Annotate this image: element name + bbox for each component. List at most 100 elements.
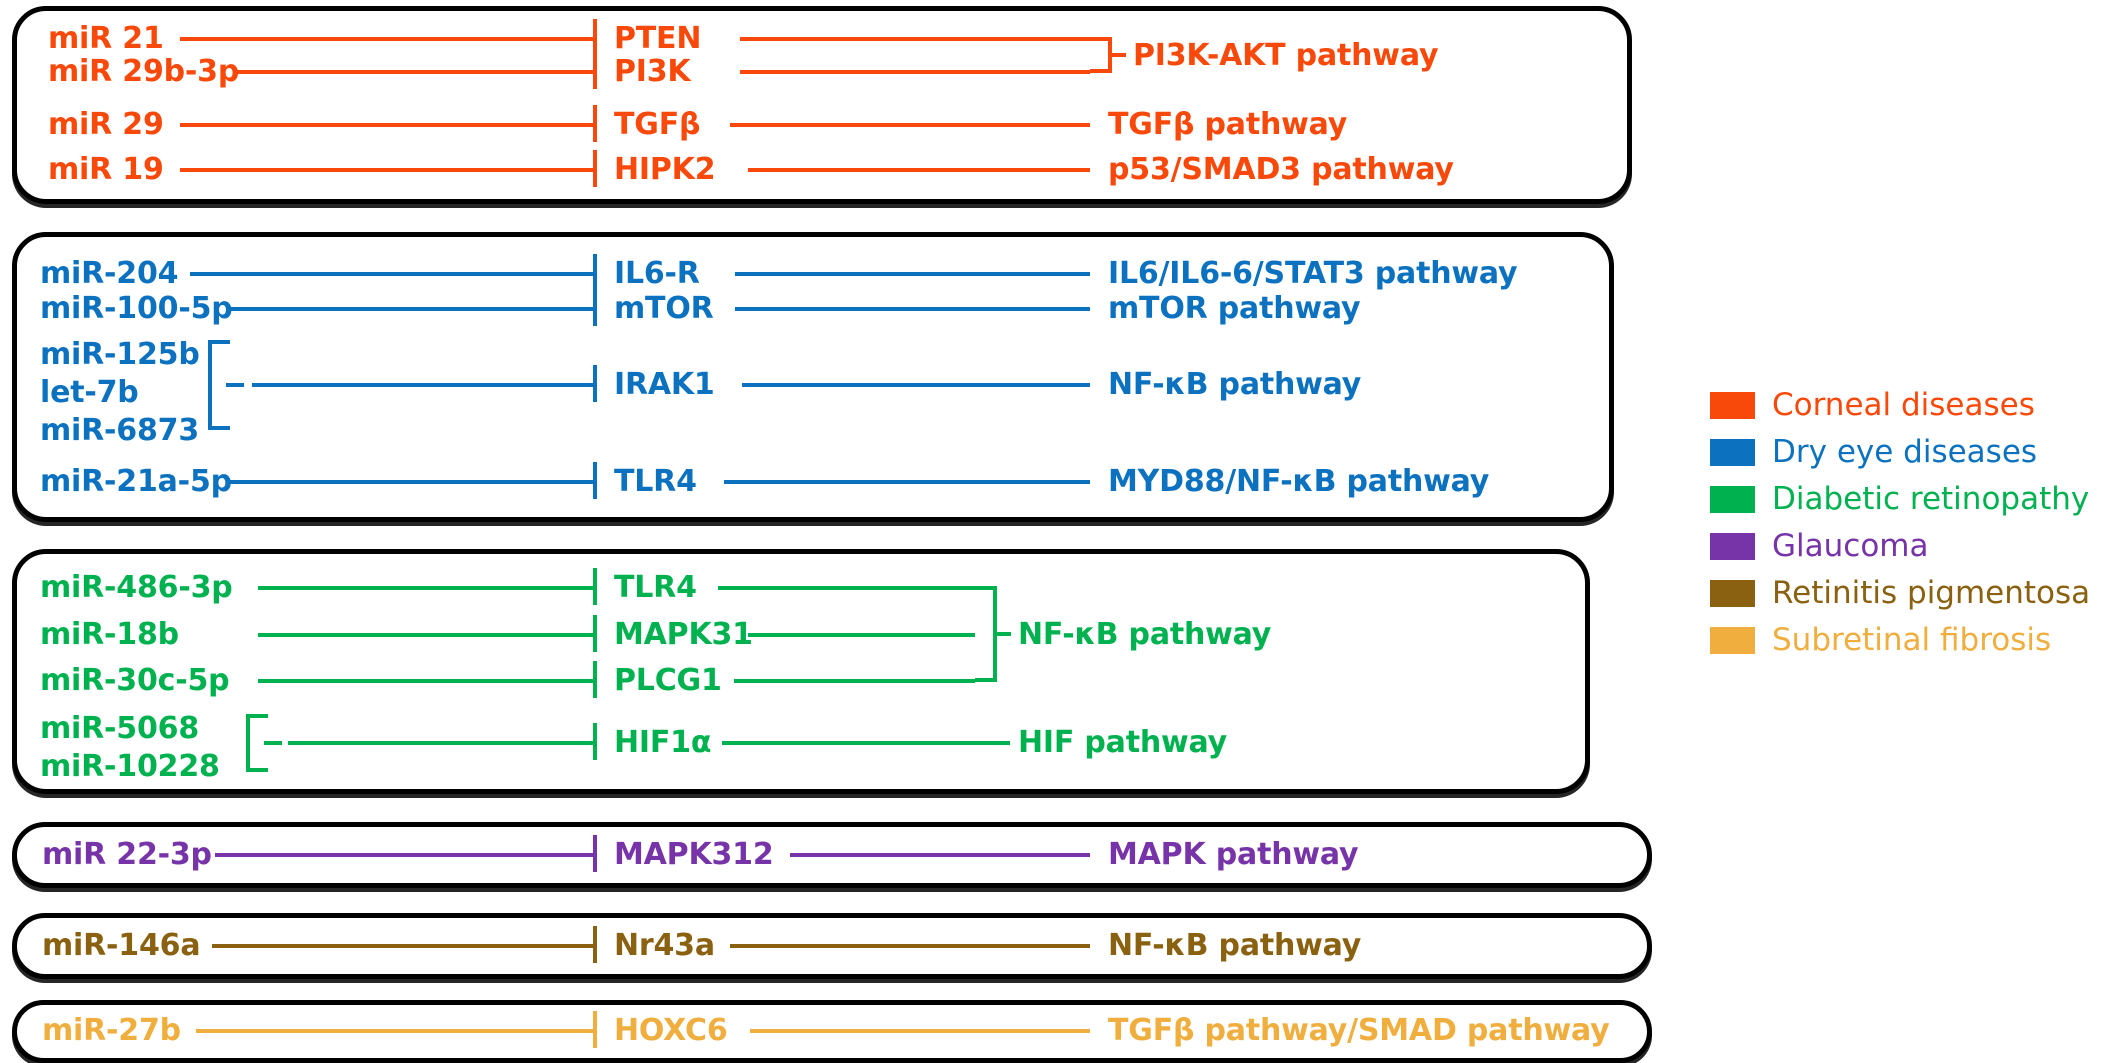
pathway-line — [730, 944, 1090, 948]
legend-item-corneal-diseases: Corneal diseases — [1710, 382, 2110, 429]
target-label: TGFβ — [614, 107, 701, 142]
inhibition-bar — [593, 835, 597, 872]
target-label: PI3K — [614, 54, 691, 89]
target-label: PLCG1 — [614, 663, 722, 698]
inhibition-line — [258, 679, 595, 683]
pathway-line — [750, 1029, 1090, 1033]
mirna-label: miR-5068 — [40, 711, 199, 746]
target-label: TLR4 — [614, 570, 697, 605]
mirna-label: miR-6873 — [40, 413, 199, 448]
pathway-line — [748, 633, 975, 637]
pathway-label: TGFβ pathway/SMAD pathway — [1108, 1013, 1610, 1048]
pathway-line — [734, 679, 975, 683]
target-label: TLR4 — [614, 464, 697, 499]
mirna-label: miR-27b — [42, 1013, 181, 1048]
group-bracket — [208, 340, 230, 430]
legend-swatch-icon — [1710, 533, 1755, 560]
group-bracket-stub — [1108, 53, 1126, 57]
mirna-label: miR 29b-3p — [48, 54, 240, 89]
pathway-line — [790, 853, 1090, 857]
legend-swatch-icon — [1710, 580, 1755, 607]
pathway-line — [735, 272, 1090, 276]
inhibition-bar — [593, 254, 597, 291]
legend: Corneal diseases Dry eye diseases Diabet… — [1710, 382, 2110, 664]
pathway-label: MYD88/NF-κB pathway — [1108, 464, 1490, 499]
group-bracket-stub — [264, 741, 282, 745]
pathway-label: MAPK pathway — [1108, 837, 1359, 872]
pathway-label: HIF pathway — [1018, 725, 1228, 760]
legend-label: Dry eye diseases — [1772, 434, 2038, 470]
pathway-line — [740, 70, 1090, 74]
pathway-line — [740, 37, 1090, 41]
group-bracket-stub — [226, 383, 244, 387]
pathway-line — [730, 123, 1090, 127]
mirna-label: miR-30c-5p — [40, 663, 230, 698]
pathway-label: mTOR pathway — [1108, 291, 1361, 326]
group-bracket — [246, 714, 268, 772]
inhibition-bar — [593, 661, 597, 698]
pathway-line — [722, 741, 1010, 745]
target-label: IL6-R — [614, 256, 700, 291]
pathway-label: NF-κB pathway — [1108, 367, 1362, 402]
inhibition-bar — [593, 615, 597, 652]
mirna-label: miR 21 — [48, 21, 164, 56]
pathway-line — [724, 480, 1090, 484]
mirna-label: miR-18b — [40, 617, 179, 652]
inhibition-line — [212, 944, 595, 948]
inhibition-bar — [593, 926, 597, 963]
target-label: HIPK2 — [614, 152, 716, 187]
inhibition-line — [235, 70, 595, 74]
pathway-label: IL6/IL6-6/STAT3 pathway — [1108, 256, 1518, 291]
mirna-label: miR 22-3p — [42, 837, 212, 872]
inhibition-bar — [593, 568, 597, 605]
mirna-label: miR-125b — [40, 337, 200, 372]
inhibition-line — [230, 307, 595, 311]
legend-item-retinitis-pigmentosa: Retinitis pigmentosa — [1710, 570, 2110, 617]
legend-item-subretinal-fibrosis: Subretinal fibrosis — [1710, 617, 2110, 664]
inhibition-line — [180, 168, 595, 172]
legend-item-glaucoma: Glaucoma — [1710, 523, 2110, 570]
inhibition-line — [190, 272, 595, 276]
inhibition-line — [180, 123, 595, 127]
inhibition-bar — [593, 1011, 597, 1048]
legend-item-dry-eye-diseases: Dry eye diseases — [1710, 429, 2110, 476]
inhibition-bar — [593, 462, 597, 499]
inhibition-line — [180, 37, 595, 41]
target-label: mTOR — [614, 291, 714, 326]
mirna-label: miR-204 — [40, 256, 179, 291]
target-label: HIF1α — [614, 725, 712, 760]
legend-label: Diabetic retinopathy — [1772, 481, 2090, 517]
mirna-label: miR-100-5p — [40, 291, 233, 326]
mirna-label: miR-10228 — [40, 749, 220, 784]
pathway-label: PI3K-AKT pathway — [1133, 38, 1439, 73]
inhibition-bar — [593, 105, 597, 142]
inhibition-bar — [593, 723, 597, 760]
inhibition-bar — [593, 365, 597, 402]
legend-swatch-icon — [1710, 486, 1755, 513]
group-bracket-stub — [993, 632, 1011, 636]
target-label: IRAK1 — [614, 367, 715, 402]
inhibition-bar — [593, 289, 597, 326]
target-label: MAPK31 — [614, 617, 753, 652]
inhibition-bar — [593, 19, 597, 56]
pathway-line — [718, 586, 975, 590]
legend-swatch-icon — [1710, 627, 1755, 654]
pathway-line — [742, 383, 1090, 387]
target-label: Nr43a — [614, 928, 715, 963]
mirna-label: miR 29 — [48, 107, 164, 142]
inhibition-line — [252, 383, 595, 387]
pathway-line — [735, 307, 1090, 311]
inhibition-line — [228, 480, 595, 484]
pathway-label: p53/SMAD3 pathway — [1108, 152, 1454, 187]
pathway-line — [748, 168, 1090, 172]
inhibition-line — [258, 586, 595, 590]
legend-swatch-icon — [1710, 392, 1755, 419]
inhibition-bar — [593, 52, 597, 89]
mirna-label: miR 19 — [48, 152, 164, 187]
mirna-label: miR-146a — [42, 928, 201, 963]
legend-label: Corneal diseases — [1772, 387, 2035, 423]
mirna-label: let-7b — [40, 375, 139, 410]
target-label: MAPK312 — [614, 837, 774, 872]
pathway-label: TGFβ pathway — [1108, 107, 1348, 142]
